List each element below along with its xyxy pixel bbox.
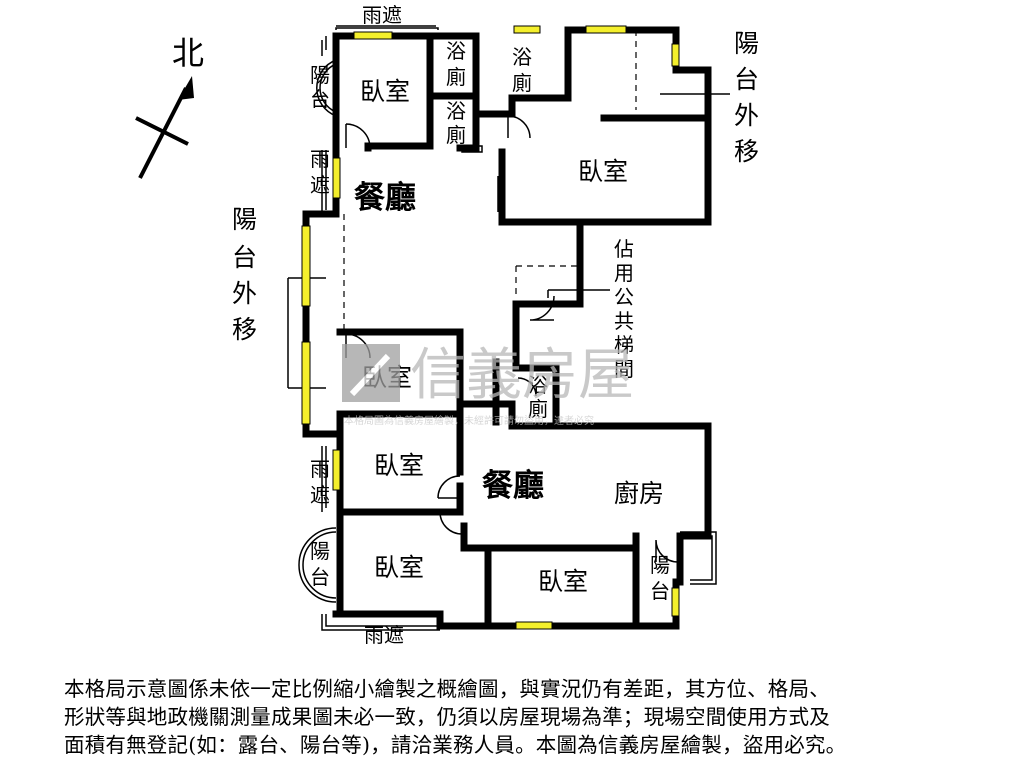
outdoor-labels: 雨遮 陽 台 雨 遮 雨 遮 陽 台 雨遮 陽 台: [310, 3, 670, 647]
watermark-fine-print: 本格局圖為信義房屋繪製，未經許可請勿盜用，違者必究: [344, 414, 594, 427]
label-bath-1a: 浴: [446, 39, 466, 63]
label-bath-2a: 浴: [446, 99, 466, 123]
annotation-char: 共: [614, 309, 634, 333]
annotation-char: 外: [734, 101, 759, 130]
label-balcony-bottom-a: 陽: [310, 539, 330, 563]
annotation-char: 台: [734, 65, 759, 94]
label-rain-left-a: 雨: [310, 147, 330, 171]
compass: 北: [135, 34, 204, 179]
label-balcony-bottom-b: 台: [310, 565, 330, 589]
label-bedroom-5: 臥室: [374, 553, 424, 582]
annotation-balcony-moved-left: 陽 台 外 移: [232, 205, 326, 389]
label-rain-bottom: 雨遮: [364, 623, 404, 647]
dashed-boundaries: [343, 30, 637, 330]
annotation-char: 陽: [734, 29, 759, 58]
disclaimer-line-1: 本格局示意圖係未依一定比例縮小繪製之概繪圖，與實況仍有差距，其方位、格局、: [64, 677, 830, 701]
annotation-char: 用: [614, 261, 634, 285]
annotation-char: 移: [734, 137, 759, 166]
label-balcony-right-b: 台: [650, 579, 670, 603]
semicircle-balconies: [298, 59, 337, 603]
label-bath-3b: 廁: [512, 71, 532, 95]
label-rain-left2-a: 雨: [310, 457, 330, 481]
label-balcony-top-a: 陽: [310, 63, 330, 87]
rain-shelter-outlines: [321, 25, 717, 631]
disclaimer-note: 本格局示意圖係未依一定比例縮小繪製之概繪圖，與實況仍有差距，其方位、格局、 形狀…: [64, 675, 964, 759]
label-dining-2: 餐廳: [482, 468, 544, 504]
label-bath-1b: 廁: [446, 65, 466, 89]
annotation-char: 間: [614, 357, 634, 381]
annotation-char: 移: [232, 315, 257, 344]
watermark-brand: 信義房屋: [410, 343, 634, 408]
floor-plan: 北 陽 台 外 移 陽 台 外 移 佔 用 公 共 梯 間: [135, 3, 759, 647]
north-arrow-icon: [178, 76, 194, 100]
label-kitchen: 廚房: [614, 479, 664, 508]
label-bath-4b: 廁: [528, 397, 548, 421]
label-balcony-right-a: 陽: [650, 553, 670, 577]
label-bedroom-2: 臥室: [578, 157, 628, 186]
watermark: 信義房屋 本格局圖為信義房屋繪製，未經許可請勿盜用，違者必究: [342, 343, 634, 427]
annotation-char: 陽: [232, 205, 257, 234]
disclaimer-line-2: 形狀等與地政機關測量成果圖未必一致，仍須以房屋現場為準；現場空間使用方式及: [64, 705, 830, 729]
annotation-char: 台: [232, 243, 257, 272]
label-bedroom-1: 臥室: [360, 77, 410, 106]
label-bedroom-4: 臥室: [374, 451, 424, 480]
label-bath-4a: 浴: [528, 373, 548, 397]
label-rain-top: 雨遮: [362, 3, 402, 27]
annotation-char: 外: [232, 279, 257, 308]
windows: [301, 25, 680, 630]
label-balcony-top-b: 台: [310, 87, 330, 111]
label-bedroom-6: 臥室: [538, 567, 588, 596]
annotation-char: 公: [614, 285, 634, 309]
walls: [302, 26, 712, 630]
label-dining-1: 餐廳: [354, 180, 416, 216]
north-label: 北: [172, 34, 204, 72]
label-bath-3a: 浴: [512, 45, 532, 69]
annotation-balcony-moved-right: 陽 台 外 移: [660, 29, 759, 166]
annotation-char: 梯: [614, 333, 634, 357]
annotation-shared-stair: 佔 用 公 共 梯 間: [547, 237, 634, 381]
label-rain-left2-b: 遮: [310, 483, 330, 507]
label-bath-2b: 廁: [446, 123, 466, 147]
annotation-char: 佔: [614, 237, 634, 261]
label-rain-left-b: 遮: [310, 173, 330, 197]
disclaimer-line-3: 面積有無登記(如：露台、陽台等)，請洽業務人員。本圖為信義房屋繪製，盜用必究。: [64, 733, 847, 757]
